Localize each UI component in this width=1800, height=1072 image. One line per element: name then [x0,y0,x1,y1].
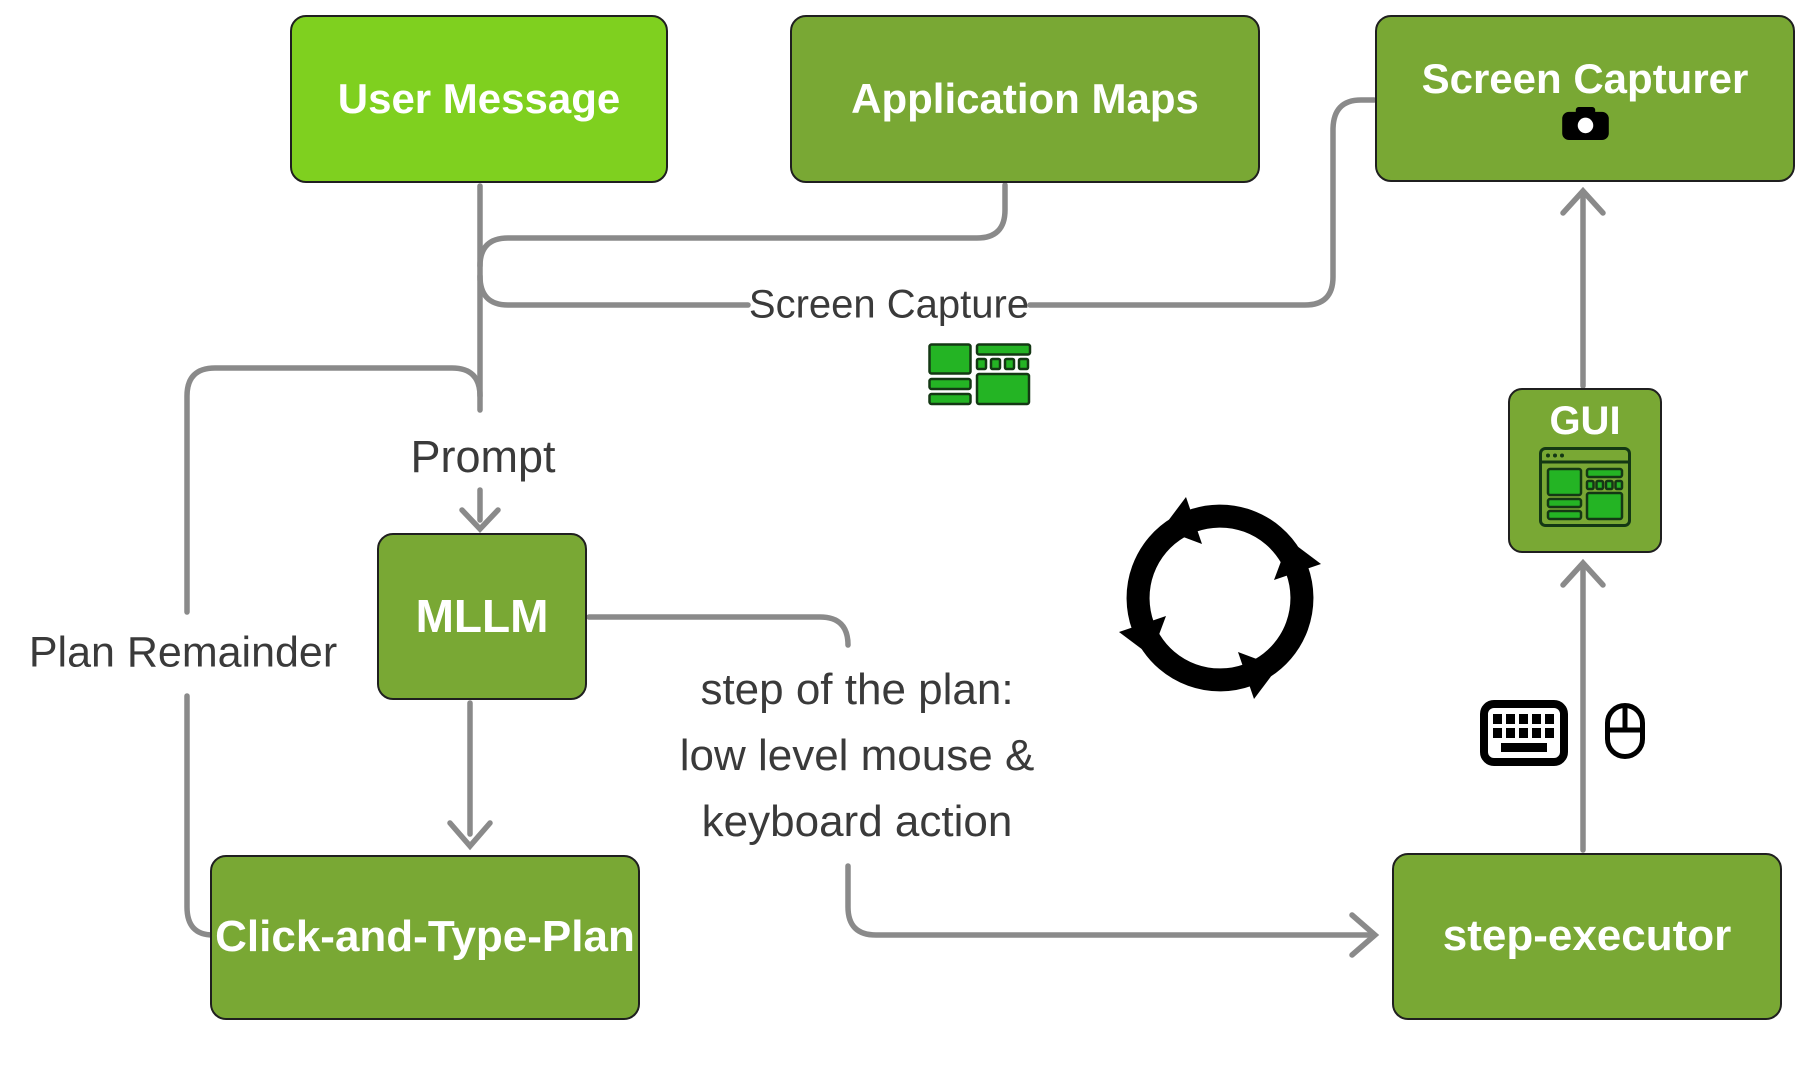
arrowhead-screen-capturer [1560,186,1606,216]
screen-layout-icon [928,343,1032,406]
edge-application-maps [477,182,1008,269]
label-step-line3: keyboard action [701,797,1013,846]
node-screen-capturer: Screen Capturer [1375,15,1795,182]
camera-icon [1561,106,1609,140]
node-user-message-label: User Message [337,74,621,122]
node-gui: GUI [1508,388,1662,553]
arrowhead-prompt [459,507,501,533]
edge-screen-capture-left [477,273,751,308]
node-application-maps-label: Application Maps [851,74,1199,122]
label-step-line2: low level mouse & [679,731,1035,780]
arrowhead-step-executor [1349,912,1380,958]
mouse-icon [1605,703,1645,759]
edge-plan-remainder-bottom [184,693,216,938]
edge-mllm-right [586,614,851,648]
node-user-message: User Message [290,15,668,183]
node-click-and-type-plan-label: Click-and-Type-Plan [215,912,635,962]
edge-screen-capture-right [1027,97,1377,308]
arrowhead-mllm-down [447,820,493,851]
label-plan-remainder: Plan Remainder [28,628,338,677]
keyboard-icon [1480,700,1568,766]
node-step-executor-label: step-executor [1442,911,1732,961]
label-screen-capture: Screen Capture [748,282,1030,327]
edge-plan-remainder-top [184,365,483,615]
node-step-executor: step-executor [1392,853,1782,1020]
node-mllm: MLLM [377,533,587,700]
gui-window-icon [1539,447,1631,527]
node-application-maps: Application Maps [790,15,1260,183]
edge-step-to-executor [845,863,1375,938]
arrowhead-gui [1560,558,1606,588]
node-gui-label: GUI [1549,399,1621,443]
node-click-and-type-plan: Click-and-Type-Plan [210,855,640,1020]
node-screen-capturer-label: Screen Capturer [1421,55,1749,103]
label-prompt: Prompt [410,431,556,482]
node-mllm-label: MLLM [415,590,549,643]
label-step-line1: step of the plan: [700,665,1014,714]
